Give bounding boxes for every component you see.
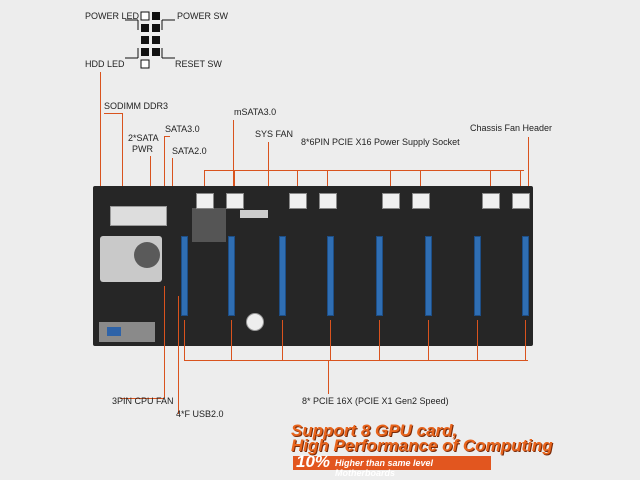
cpu-fan <box>134 242 160 268</box>
callout-line-pcie-power-8 <box>520 170 521 192</box>
sata30-label: SATA3.0 <box>165 124 200 134</box>
msata-slot <box>240 210 268 218</box>
promo-percent: 10% <box>296 452 331 471</box>
callout-line-cpu-fan <box>164 286 165 398</box>
callout-line-sys-fan <box>268 142 269 206</box>
callout-line-sodimm-h <box>104 113 122 114</box>
sata-pwr-label-line2: PWR <box>132 144 153 154</box>
sata-pwr-label-line1: 2*SATA <box>128 133 159 143</box>
callout-line-cpu-fan-h <box>120 398 164 399</box>
usb-label: 4*F USB2.0 <box>176 409 224 419</box>
callout-line-sodimm <box>122 113 123 203</box>
callout-line-pcie-slot-8 <box>525 320 526 360</box>
pcie-slot-6 <box>425 236 432 316</box>
callout-line-pcie-power-5 <box>390 170 391 192</box>
pcie-slots-label: 8* PCIE 16X (PCIE X1 Gen2 Speed) <box>302 396 449 406</box>
callout-line-pcie-power-4 <box>327 170 328 192</box>
pcie-slot-8 <box>522 236 529 316</box>
power-sw-label: POWER SW <box>177 11 228 21</box>
callout-line-pcie-power-1 <box>204 170 205 192</box>
hdd-led-label: HDD LED <box>85 59 125 69</box>
callout-line-pcie-slot-2 <box>231 320 232 360</box>
callout-line-hdd <box>100 72 101 200</box>
pcie-power-socket-1 <box>196 193 214 209</box>
callout-line-sata30-h <box>164 136 170 137</box>
sodimm-slot <box>110 206 167 226</box>
pcie-slot-2 <box>228 236 235 316</box>
sys-fan-label: SYS FAN <box>255 129 294 139</box>
callout-line-pcie-slot-7 <box>477 320 478 360</box>
callout-line-chassis-fan <box>528 137 529 213</box>
cpu-fan-label: 3PIN CPU FAN <box>112 396 174 406</box>
pcie-power-label: 8*6PIN PCIE X16 Power Supply Socket <box>301 137 460 147</box>
callout-line-pcie-power-h <box>204 170 524 171</box>
callout-line-pcie-slot-4 <box>330 320 331 360</box>
pcie-power-socket-5 <box>382 193 400 209</box>
promo-line-2: High Performance of Computing <box>291 436 553 455</box>
callout-line-usb <box>178 296 179 414</box>
chipset <box>192 208 226 242</box>
callout-line-pcie-power-7 <box>490 170 491 192</box>
pcie-slot-7 <box>474 236 481 316</box>
callout-line-sata-pwr <box>150 156 151 186</box>
pcie-power-socket-6 <box>412 193 430 209</box>
callout-line-sata30 <box>164 136 165 192</box>
promo-line-1: Support 8 GPU card, <box>291 421 458 440</box>
sodimm-label: SODIMM DDR3 <box>104 101 169 111</box>
pcie-slot-4 <box>327 236 334 316</box>
callout-line-pcie-power-3 <box>297 170 298 192</box>
pcie-power-socket-4 <box>319 193 337 209</box>
pcie-slot-3 <box>279 236 286 316</box>
pcie-power-socket-7 <box>482 193 500 209</box>
cmos-battery <box>246 313 264 331</box>
front-panel-header-diagram <box>125 11 175 69</box>
promo-badge: 10% Higher than same level Motherboards <box>293 452 491 478</box>
pcie-power-socket-8 <box>512 193 530 209</box>
callout-line-pcie-slot-6 <box>428 320 429 360</box>
pcie-power-socket-3 <box>289 193 307 209</box>
callout-line-pcie-slots-h <box>184 360 528 361</box>
promo-headline: Support 8 GPU card, High Performance of … <box>291 421 553 455</box>
callout-line-sata20 <box>172 158 173 192</box>
callout-line-pcie-slot-3 <box>282 320 283 360</box>
reset-sw-label: RESET SW <box>175 59 222 69</box>
power-led-label: POWER LED <box>85 11 140 21</box>
callout-line-pcie-power-2 <box>234 170 235 192</box>
pcie-slot-5 <box>376 236 383 316</box>
vga-port <box>107 327 121 336</box>
promo-tagline: Higher than same level Motherboards <box>335 458 434 478</box>
msata-label: mSATA3.0 <box>234 107 277 117</box>
callout-line-pcie-slots-v <box>328 360 329 394</box>
sata20-label: SATA2.0 <box>172 146 207 156</box>
chassis-fan-label: Chassis Fan Header <box>470 123 553 133</box>
callout-line-pcie-power-6 <box>420 170 421 192</box>
pcie-slot-1 <box>181 236 188 316</box>
callout-line-pcie-slot-5 <box>379 320 380 360</box>
callout-line-pcie-slot-1 <box>184 320 185 360</box>
pcie-power-socket-2 <box>226 193 244 209</box>
